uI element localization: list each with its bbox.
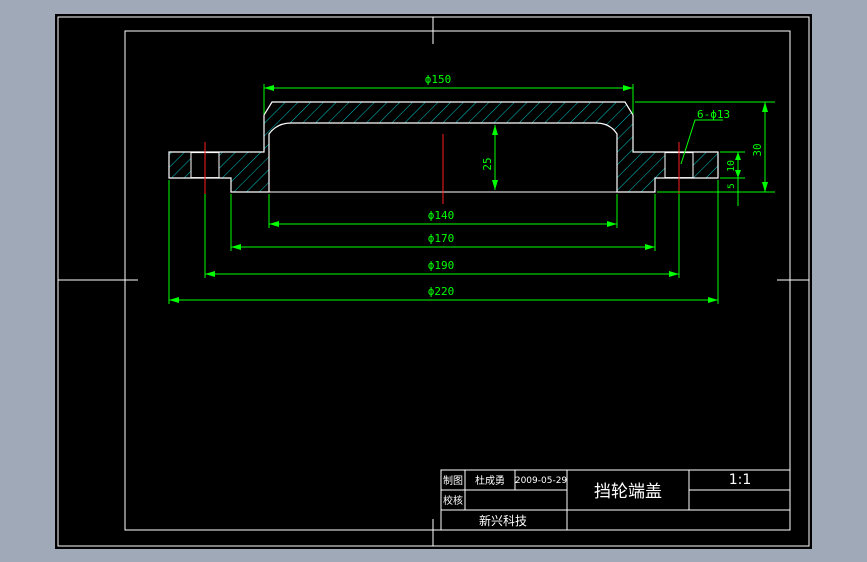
dim-d170: ϕ170 bbox=[428, 232, 455, 245]
title-company: 新兴科技 bbox=[479, 513, 527, 528]
dim-h30: 30 bbox=[751, 143, 764, 156]
dim-h10: 10 bbox=[726, 160, 737, 172]
dim-d190: ϕ190 bbox=[428, 259, 455, 272]
sheet-border bbox=[57, 16, 810, 547]
centering-marks bbox=[58, 17, 809, 546]
title-date: 2009-05-29 bbox=[515, 476, 568, 486]
title-part-name: 挡轮端盖 bbox=[594, 482, 662, 502]
title-drawn-name: 杜成勇 bbox=[475, 474, 505, 487]
title-checked-label: 校核 bbox=[443, 494, 463, 507]
title-drawn-label: 制图 bbox=[443, 474, 463, 487]
title-scale: 1:1 bbox=[729, 472, 752, 488]
dim-h5: 5 bbox=[727, 183, 737, 188]
dim-d220: ϕ220 bbox=[428, 285, 455, 298]
dimension-arrows bbox=[169, 85, 768, 303]
centerlines bbox=[204, 134, 680, 204]
dim-d150: ϕ150 bbox=[425, 73, 452, 86]
title-block bbox=[440, 469, 791, 531]
dim-holes: 6-ϕ13 bbox=[697, 108, 730, 121]
dim-h25: 25 bbox=[481, 157, 494, 170]
dimension-lines bbox=[168, 84, 775, 304]
part-cross-section bbox=[168, 101, 719, 193]
dim-d140: ϕ140 bbox=[428, 209, 455, 222]
drawing-canvas: ϕ150 ϕ140 ϕ170 ϕ190 ϕ220 6-ϕ13 25 30 10 … bbox=[57, 16, 810, 547]
drawing-viewport[interactable]: ϕ150 ϕ140 ϕ170 ϕ190 ϕ220 6-ϕ13 25 30 10 … bbox=[55, 14, 812, 549]
